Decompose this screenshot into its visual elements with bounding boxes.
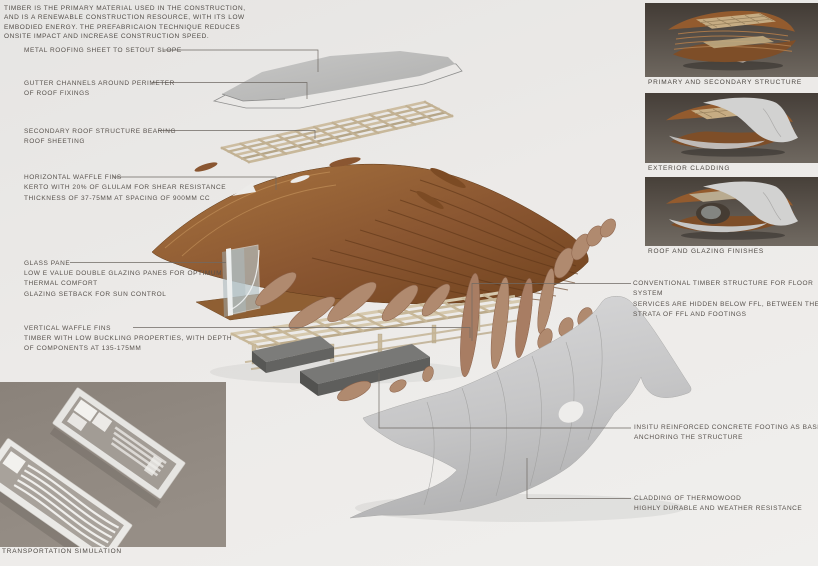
- label-line: TIMBER WITH LOW BUCKLING PROPERTIES, WIT…: [24, 334, 233, 342]
- label-line: KERTO WITH 20% OF GLULAM FOR SHEAR RESIS…: [24, 184, 227, 192]
- leader-thermowood: [526, 458, 631, 499]
- intro-line: ONSITE IMPACT AND INCREASE CONSTRUCTION …: [4, 33, 210, 41]
- label-line: ANCHORING THE STRUCTURE: [634, 434, 743, 442]
- intro-line: EMBODIED ENERGY. THE PREFABRICAION TECHN…: [4, 23, 241, 31]
- label-line: SYSTEM: [633, 290, 664, 298]
- label-line: OF ROOF FIXINGS: [24, 89, 90, 97]
- metal-roof-render: [212, 51, 463, 109]
- leader-insitu-footing: [378, 373, 631, 429]
- secondary-roof-grid-render: [220, 100, 454, 164]
- label-vertical-fins: VERTICAL WAFFLE FINS TIMBER WITH LOW BUC…: [24, 324, 232, 355]
- transportation-render: [0, 382, 226, 547]
- leader-conventional-floor: [471, 283, 631, 341]
- label-line: LOW E VALUE DOUBLE GLAZING PANES FOR OPT…: [24, 269, 223, 277]
- thumbnail-caption: PRIMARY AND SECONDARY STRUCTURE: [648, 79, 802, 86]
- label-line: SERVICES ARE HIDDEN BELOW FFL, BETWEEN T…: [633, 300, 818, 308]
- primary-structure-render: [645, 3, 818, 77]
- glass-pane-render: [222, 244, 261, 317]
- label-line: STRATA OF FFL AND FOOTINGS: [633, 311, 747, 319]
- label-line: THERMAL COMFORT: [24, 280, 98, 288]
- exterior-cladding-render: [645, 93, 818, 163]
- label-gutter: GUTTER CHANNELS AROUND PERIMETER OF ROOF…: [24, 79, 175, 100]
- thumbnail-exterior-cladding: [645, 93, 818, 163]
- label-line: HORIZONTAL WAFFLE FINS: [24, 174, 122, 181]
- intro-line: TIMBER IS THE PRIMARY MATERIAL USED IN T…: [4, 5, 246, 12]
- thumbnail-transportation: [0, 382, 226, 547]
- label-line: INSITU REINFORCED CONCRETE FOOTING AS BA…: [634, 424, 818, 431]
- thumbnail-caption: TRANSPORTATION SIMULATION: [2, 548, 122, 555]
- label-conventional-floor: CONVENTIONAL TIMBER STRUCTURE FOR FLOOR …: [633, 279, 818, 321]
- label-line: OF COMPONENTS AT 135-175MM: [24, 345, 142, 353]
- label-line: CLADDING OF THERMOWOOD: [634, 495, 742, 502]
- label-line: SECONDARY ROOF STRUCTURE BEARING: [24, 127, 177, 135]
- roof-glazing-render: [645, 176, 818, 246]
- label-line: GLAZING SETBACK FOR SUN CONTROL: [24, 290, 167, 298]
- label-secondary-roof: SECONDARY ROOF STRUCTURE BEARING ROOF SH…: [24, 127, 176, 148]
- intro-line: AND IS A RENEWABLE CONSTRUCTION RESOURCE…: [4, 14, 245, 22]
- leader-horizontal-fins: [113, 176, 277, 190]
- thumbnail-caption: ROOF AND GLAZING FINISHES: [648, 247, 765, 255]
- label-line: ROOF SHEETING: [24, 137, 85, 145]
- label-line: GLASS PANE: [24, 259, 71, 267]
- cladding-opening: [558, 401, 584, 423]
- label-line: CONVENTIONAL TIMBER STRUCTURE FOR FLOOR: [633, 280, 814, 287]
- concrete-footing-render: [252, 336, 430, 396]
- leader-gutter: [152, 82, 308, 99]
- label-insitu-footing: INSITU REINFORCED CONCRETE FOOTING AS BA…: [634, 423, 818, 444]
- intro-text: TIMBER IS THE PRIMARY MATERIAL USED IN T…: [4, 4, 246, 42]
- leader-lines: [70, 49, 631, 499]
- label-glass-pane: GLASS PANE LOW E VALUE DOUBLE GLAZING PA…: [24, 259, 222, 301]
- label-line: HIGHLY DURABLE AND WEATHER RESISTANCE: [634, 505, 803, 513]
- label-metal-roofing: METAL ROOFING SHEET TO SETOUT SLOPE: [24, 46, 182, 56]
- label-line: GUTTER CHANNELS AROUND PERIMETER: [24, 79, 175, 87]
- label-line: METAL ROOFING SHEET TO SETOUT SLOPE: [24, 47, 182, 54]
- thumbnail-primary-structure: [645, 3, 818, 77]
- leader-secondary-roof: [158, 130, 316, 139]
- label-line: VERTICAL WAFFLE FINS: [24, 324, 111, 332]
- thumbnail-roof-glazing: [645, 176, 818, 246]
- leader-metal-roofing: [163, 49, 319, 72]
- label-horizontal-fins: HORIZONTAL WAFFLE FINS KERTO WITH 20% OF…: [24, 173, 226, 204]
- thermowood-cladding-render: [349, 295, 692, 519]
- leader-vertical-fins: [133, 327, 471, 338]
- fin-components-render: [255, 218, 616, 402]
- label-thermowood: CLADDING OF THERMOWOOD HIGHLY DURABLE AN…: [634, 494, 802, 515]
- thumbnail-caption: EXTERIOR CLADDING: [648, 164, 731, 172]
- label-line: THICKNESS OF 37-75MM AT SPACING OF 900MM…: [24, 194, 211, 202]
